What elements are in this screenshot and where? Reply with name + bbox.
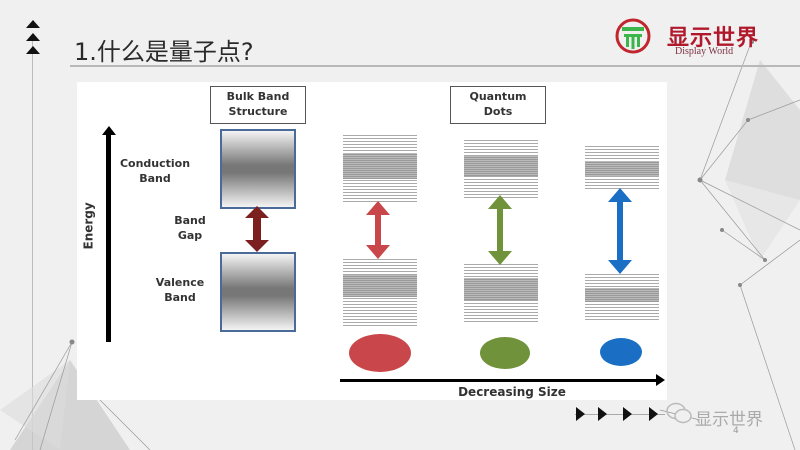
triangle-right-icon (598, 407, 607, 421)
quantum-dots-title: Quantum Dots (450, 86, 546, 124)
decreasing-size-label: Decreasing Size (458, 385, 566, 399)
band-gap-label: Band Gap (155, 213, 225, 243)
slide-title: 1.什么是量子点? (74, 38, 254, 66)
quantum-dot-diagram: Bulk Band Structure Quantum Dots Energy … (77, 82, 667, 400)
qd-title-line1: Quantum (469, 90, 527, 103)
qd-green-valence-levels (464, 262, 538, 324)
bulk-title-line2: Structure (228, 105, 288, 118)
qd-title-line2: Dots (483, 105, 513, 118)
size-axis (340, 379, 658, 382)
blue-gap-arrow-icon (608, 188, 632, 274)
left-decor-line (32, 40, 33, 450)
logo-name-en: Display World (675, 46, 734, 57)
triangle-up-icon (26, 33, 40, 41)
green-gap-arrow-icon (488, 195, 512, 265)
valence-line1: Valence (155, 276, 205, 289)
qd-red-conduction-levels (343, 133, 417, 202)
conduction-band-label: Conduction Band (115, 156, 195, 186)
title-divider (70, 65, 800, 67)
red-quantum-dot (349, 334, 411, 372)
qd-blue-valence-levels (585, 272, 659, 320)
green-quantum-dot (480, 337, 530, 369)
qd-blue-conduction-levels (585, 144, 659, 191)
arrow-up-icon (102, 126, 116, 135)
arrow-right-icon (656, 374, 665, 386)
arrow-track (575, 414, 665, 415)
triangle-up-icon (26, 20, 40, 28)
band-gap-arrow-icon (245, 206, 269, 252)
display-world-logo-icon (615, 18, 651, 54)
conduction-line1: Conduction (119, 157, 191, 170)
gap-line2: Gap (177, 229, 203, 242)
valence-line2: Band (164, 291, 196, 304)
qd-green-conduction-levels (464, 138, 538, 198)
bulk-title-line1: Bulk Band (226, 90, 290, 103)
triangle-right-icon (576, 407, 585, 421)
energy-label: Energy (81, 202, 96, 250)
conduction-line2: Band (139, 172, 171, 185)
triangle-up-icon (26, 46, 40, 54)
gap-line1: Band (174, 214, 206, 227)
wechat-icon (666, 402, 692, 424)
watermark-text: 显示世界 (695, 410, 763, 430)
red-gap-arrow-icon (366, 201, 390, 259)
bulk-band-title: Bulk Band Structure (210, 86, 306, 124)
qd-red-valence-levels (343, 257, 417, 326)
triangle-right-icon (649, 407, 658, 421)
logo-name-cn: 显示世界 (667, 25, 760, 51)
page-number: 4 (733, 426, 739, 436)
valence-band-label: Valence Band (140, 275, 220, 305)
blue-quantum-dot (600, 338, 642, 366)
bulk-conduction-band (220, 129, 296, 209)
bulk-valence-band (220, 252, 296, 332)
triangle-right-icon (623, 407, 632, 421)
energy-axis (106, 134, 111, 342)
